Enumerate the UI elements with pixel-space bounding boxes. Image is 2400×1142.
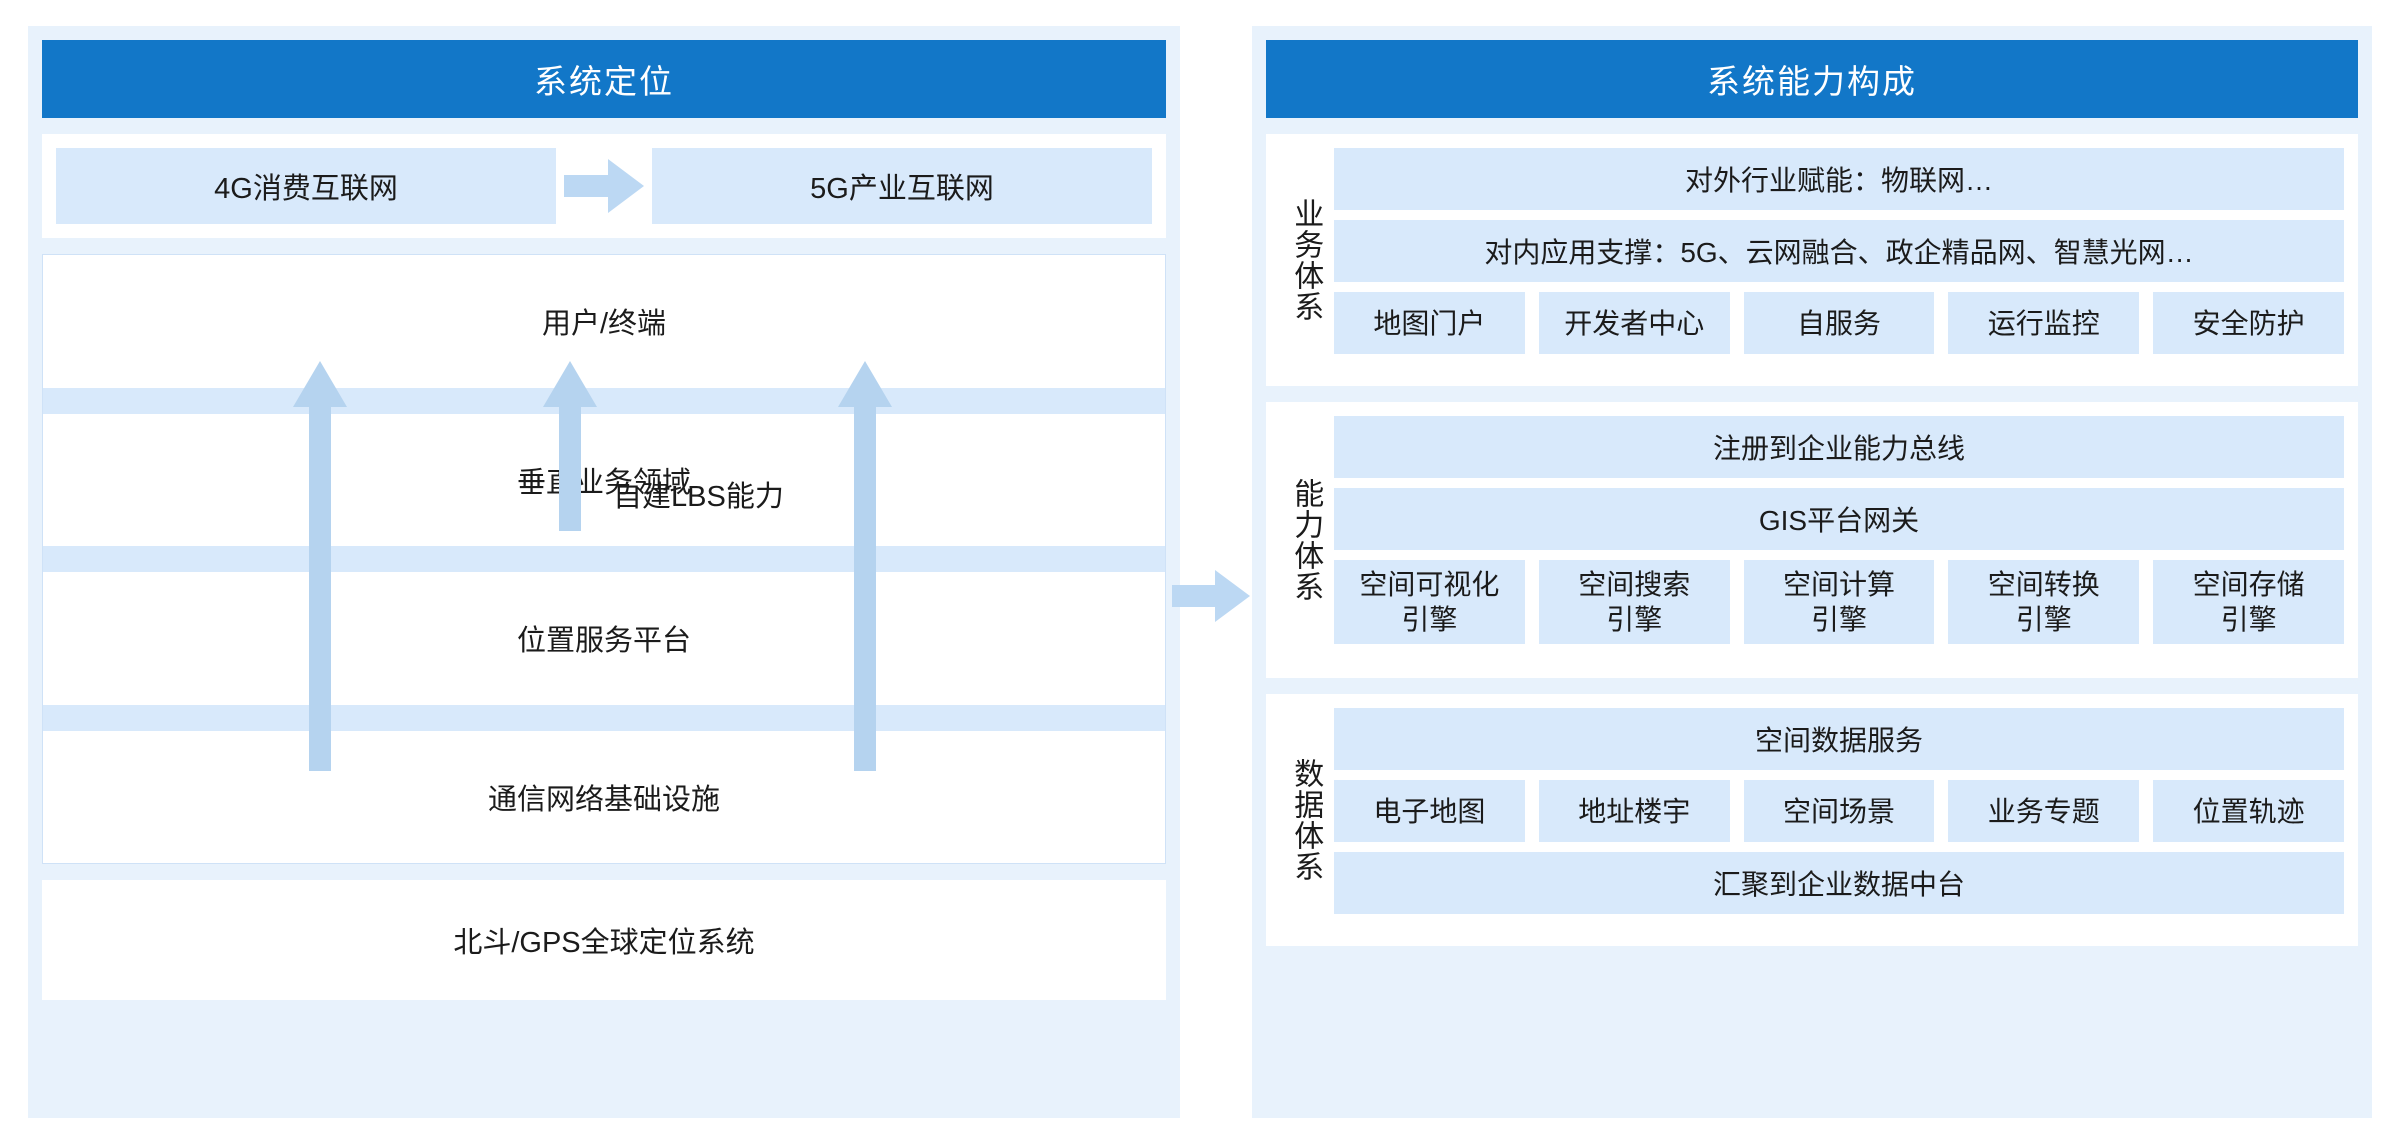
layer-label: 通信网络基础设施 — [487, 783, 720, 816]
layer-divider — [43, 387, 1165, 414]
layer-row: 位置服务平台 — [43, 572, 1165, 705]
chip-item[interactable]: 安全防护 — [2153, 292, 2344, 354]
transition-to-box: 5G产业互联网 — [652, 148, 1152, 224]
left-panel-title: 系统定位 — [42, 40, 1166, 118]
chip-item[interactable]: 自服务 — [1743, 292, 1935, 354]
section-data: 数据体系 空间数据服务 电子地图 地址楼宇 空间场景 业务专题 位置轨迹 汇聚到… — [1266, 694, 2358, 946]
section-business: 业务体系 对外行业赋能：物联网… 对内应用支撑：5G、云网融合、政企精品网、智慧… — [1266, 134, 2358, 386]
chip-item[interactable]: 空间场景 — [1743, 780, 1935, 842]
chip-item[interactable]: 开发者中心 — [1538, 292, 1730, 354]
section-body: 注册到企业能力总线 GIS平台网关 空间可视化引擎 空间搜索引擎 空间计算引擎 … — [1334, 416, 2344, 664]
chip-item[interactable]: 运行监控 — [1948, 292, 2140, 354]
system-capability-panel: 系统能力构成 业务体系 对外行业赋能：物联网… 对内应用支撑：5G、云网融合、政… — [1252, 26, 2372, 1118]
chip-item[interactable]: 空间搜索引擎 — [1538, 560, 1730, 644]
chip-item[interactable]: 位置轨迹 — [2153, 780, 2344, 842]
layer-label: 垂直业务领域 — [516, 466, 691, 499]
up-arrow-icon — [838, 361, 892, 776]
wide-row: 对内应用支撑：5G、云网融合、政企精品网、智慧光网… — [1334, 220, 2344, 282]
internet-transition-card: 4G消费互联网 5G产业互联网 — [42, 134, 1166, 238]
section-label: 能力体系 — [1289, 478, 1323, 602]
section-body: 空间数据服务 电子地图 地址楼宇 空间场景 业务专题 位置轨迹 汇聚到企业数据中… — [1334, 708, 2344, 932]
layer-row: 用户/终端 — [43, 255, 1165, 388]
chip-item[interactable]: 空间计算引擎 — [1743, 560, 1935, 644]
layer-divider — [43, 704, 1165, 731]
chip-item[interactable]: 地址楼宇 — [1538, 780, 1730, 842]
up-arrow-icon — [293, 361, 347, 776]
layer-label: 用户/终端 — [541, 308, 667, 341]
chip-row: 空间可视化引擎 空间搜索引擎 空间计算引擎 空间转换引擎 空间存储引擎 — [1334, 560, 2344, 644]
chip-item[interactable]: 空间转换引擎 — [1948, 560, 2140, 644]
right-panel-title: 系统能力构成 — [1266, 40, 2358, 118]
section-label: 数据体系 — [1289, 758, 1323, 882]
section-capability: 能力体系 注册到企业能力总线 GIS平台网关 空间可视化引擎 空间搜索引擎 空间… — [1266, 402, 2358, 678]
section-body: 对外行业赋能：物联网… 对内应用支撑：5G、云网融合、政企精品网、智慧光网… 地… — [1334, 148, 2344, 372]
chip-row: 地图门户 开发者中心 自服务 运行监控 安全防护 — [1334, 292, 2344, 354]
chip-item[interactable]: 电子地图 — [1334, 780, 1525, 842]
wide-row: GIS平台网关 — [1334, 488, 2344, 550]
layer-row: 通信网络基础设施 — [43, 730, 1165, 863]
chip-row: 电子地图 地址楼宇 空间场景 业务专题 位置轨迹 — [1334, 780, 2344, 842]
section-label: 业务体系 — [1289, 198, 1323, 322]
wide-row: 注册到企业能力总线 — [1334, 416, 2344, 478]
wide-row: 空间数据服务 — [1334, 708, 2344, 770]
chip-item[interactable]: 地图门户 — [1334, 292, 1525, 354]
layer-divider — [43, 546, 1165, 572]
up-arrow-icon — [543, 361, 597, 536]
layer-stack: 用户/终端 垂直业务领域 位置服务平台 通信网络基础设施 — [43, 255, 1165, 863]
system-positioning-panel: 系统定位 4G消费互联网 5G产业互联网 用户/终端 垂直业务领域 — [28, 26, 1180, 1118]
wide-row: 对外行业赋能：物联网… — [1334, 148, 2344, 210]
layer-stack-card: 用户/终端 垂直业务领域 位置服务平台 通信网络基础设施 — [42, 254, 1166, 864]
layer-row: 垂直业务领域 — [43, 413, 1165, 546]
gps-foundation-card: 北斗/GPS全球定位系统 — [42, 880, 1166, 1000]
wide-row: 汇聚到企业数据中台 — [1334, 852, 2344, 914]
chip-item[interactable]: 空间存储引擎 — [2153, 560, 2344, 644]
panel-connector-right-arrow-icon — [1172, 570, 1250, 627]
layer-label: 位置服务平台 — [516, 625, 691, 658]
transition-from-box: 4G消费互联网 — [56, 148, 556, 224]
chip-item[interactable]: 空间可视化引擎 — [1334, 560, 1525, 644]
self-built-lbs-annotation: 自建LBS能力 — [613, 481, 784, 513]
chip-item[interactable]: 业务专题 — [1948, 780, 2140, 842]
right-arrow-icon — [556, 148, 652, 224]
